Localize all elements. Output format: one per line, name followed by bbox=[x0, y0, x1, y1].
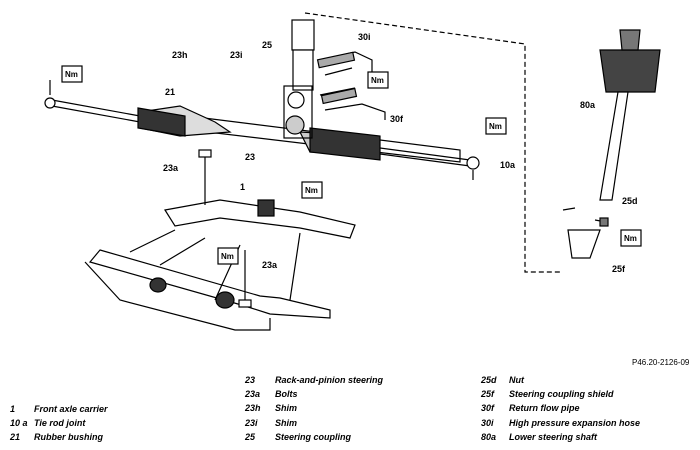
legend-column-3: 25d Nut 25f Steering coupling shield 30f Re… bbox=[481, 373, 640, 444]
bolts-23a bbox=[198, 149, 252, 308]
torque-box-right: Nm bbox=[485, 117, 507, 135]
legend-key: 23i bbox=[245, 417, 258, 428]
legend-label: Return flow pipe bbox=[509, 403, 580, 414]
legend-label: Rack-and-pinion steering bbox=[275, 375, 384, 385]
legend-label: Steering coupling bbox=[275, 431, 352, 442]
callout-25f: 25f bbox=[612, 264, 626, 274]
left-tie-rod bbox=[44, 80, 141, 123]
svg-text:Nm: Nm bbox=[65, 70, 78, 79]
legend-item: 25d Nut bbox=[481, 373, 640, 387]
legend-label: Tie rod joint bbox=[34, 418, 86, 429]
legend-item: 23a Bolts bbox=[245, 387, 383, 401]
legend-key: 21 bbox=[10, 432, 21, 443]
reference-code: P46.20-2126-09 bbox=[632, 358, 690, 367]
legend-item: 80a Lower steering shaft bbox=[481, 430, 640, 444]
callout-23i: 23i bbox=[230, 50, 243, 60]
legend-key: 30i bbox=[481, 417, 494, 428]
callout-25d: 25d bbox=[622, 196, 638, 206]
legend-label: Front axle carrier bbox=[34, 404, 108, 414]
right-bellows bbox=[309, 127, 381, 161]
legend-item: 23h Shim bbox=[245, 401, 383, 415]
torque-box-hose: Nm bbox=[367, 71, 389, 89]
callout-21: 21 bbox=[165, 87, 175, 97]
callout-23: 23 bbox=[245, 152, 255, 162]
hoses-30i-30f bbox=[316, 51, 386, 120]
legend-key: 23h bbox=[245, 403, 261, 414]
torque-box-shaft: Nm bbox=[620, 229, 642, 247]
steering-assembly-diagram: Nm Nm Nm Nm Nm Nm 23h 23i 25 30i 30f 21 … bbox=[44, 12, 661, 331]
callout-30f: 30f bbox=[390, 114, 404, 124]
legend-label: Rubber bushing bbox=[34, 432, 103, 443]
callout-10a: 10a bbox=[500, 160, 516, 170]
legend-label: Shim bbox=[275, 403, 298, 414]
pinion-housing bbox=[283, 19, 315, 139]
callout-80a: 80a bbox=[580, 100, 596, 110]
svg-text:Nm: Nm bbox=[221, 252, 234, 261]
legend-key: 1 bbox=[10, 404, 16, 414]
legend-item: 23 Rack-and-pinion steering bbox=[245, 373, 383, 387]
legend-key: 23 bbox=[245, 375, 256, 385]
callout-30i: 30i bbox=[358, 32, 371, 42]
legend-label: Bolts bbox=[275, 389, 298, 400]
legend-key: 25f bbox=[481, 389, 495, 400]
legend-label: Shim bbox=[275, 417, 298, 428]
callout-23h: 23h bbox=[172, 50, 188, 60]
torque-box-carrier: Nm bbox=[301, 181, 323, 199]
svg-text:Nm: Nm bbox=[624, 234, 637, 243]
svg-text:Nm: Nm bbox=[371, 76, 384, 85]
right-tie-rod bbox=[379, 147, 480, 180]
legend-key: 25d bbox=[481, 375, 497, 385]
dashed-connector bbox=[304, 12, 560, 273]
callout-23a-bottom: 23a bbox=[262, 260, 278, 270]
legend-label: Lower steering shaft bbox=[509, 431, 598, 442]
legend-label: Steering coupling shield bbox=[509, 389, 614, 400]
legend-item: 21 Rubber bushing bbox=[10, 430, 108, 444]
callout-25: 25 bbox=[262, 40, 272, 50]
torque-box-bolt: Nm bbox=[217, 247, 239, 265]
legend-key: 25 bbox=[245, 431, 256, 442]
callout-1: 1 bbox=[240, 182, 245, 192]
legend-item: 1 Front axle carrier bbox=[10, 402, 108, 416]
rack-housing bbox=[139, 105, 461, 163]
torque-box-left: Nm bbox=[61, 65, 83, 83]
legend-item: 30f Return flow pipe bbox=[481, 401, 640, 415]
legend-label: Nut bbox=[509, 375, 524, 385]
legend-item: 23i Shim bbox=[245, 416, 383, 430]
lower-steering-shaft bbox=[562, 29, 661, 259]
legend-key: 10 a bbox=[10, 418, 28, 429]
legend-item: 30i High pressure expansion hose bbox=[481, 416, 640, 430]
legend-item: 10 a Tie rod joint bbox=[10, 416, 108, 430]
legend-key: 80a bbox=[481, 431, 497, 442]
legend-item: 25 Steering coupling bbox=[245, 430, 383, 444]
front-axle-carrier bbox=[84, 199, 356, 331]
legend-key: 30f bbox=[481, 403, 495, 414]
legend-column-1: 1 Front axle carrier 10 a Tie rod joint 21… bbox=[10, 402, 108, 445]
legend-key: 23a bbox=[245, 389, 261, 400]
callout-23a-top: 23a bbox=[163, 163, 179, 173]
svg-text:Nm: Nm bbox=[305, 186, 318, 195]
svg-text:Nm: Nm bbox=[489, 122, 502, 131]
left-bellows bbox=[137, 107, 186, 137]
legend-label: High pressure expansion hose bbox=[509, 417, 641, 428]
legend-item: 25f Steering coupling shield bbox=[481, 387, 640, 401]
